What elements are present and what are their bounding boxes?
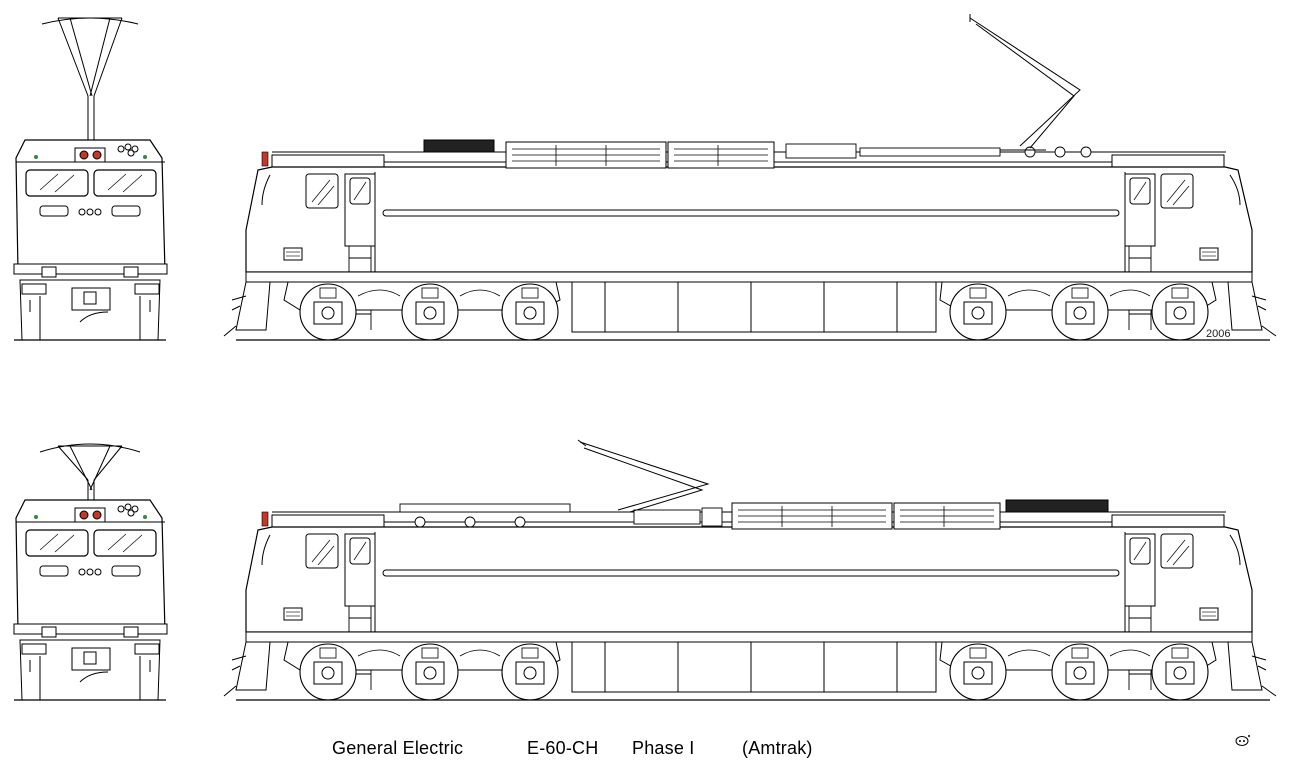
- caption-operator: (Amtrak): [742, 738, 813, 758]
- end-view-bottom: [13, 443, 168, 701]
- caption-phase: Phase I: [632, 738, 695, 758]
- caption-model: E-60-CH: [527, 738, 599, 758]
- drawing-year: 2006: [1206, 328, 1231, 340]
- end-view-top: [13, 17, 168, 341]
- caption-manufacturer: General Electric: [332, 738, 464, 758]
- side-view-top: [223, 14, 1277, 341]
- artist-signature-icon: [1235, 735, 1250, 746]
- side-view-bottom: [223, 439, 1277, 701]
